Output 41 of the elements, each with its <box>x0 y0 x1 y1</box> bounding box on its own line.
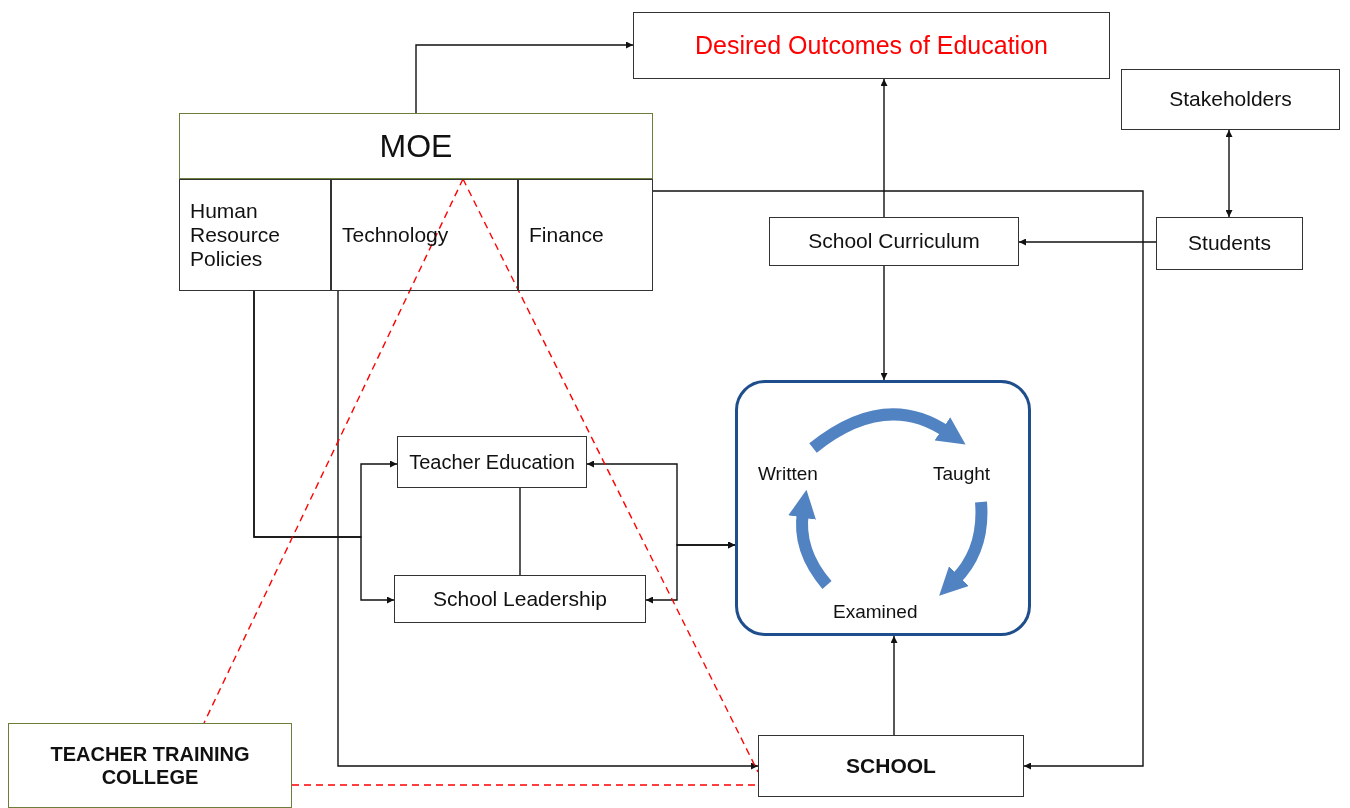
arrow <box>1018 238 1157 246</box>
process-box <box>769 217 1019 266</box>
box-label: SCHOOL <box>845 753 937 779</box>
cycle-panel <box>735 380 1031 636</box>
box-label: School Leadership <box>432 586 608 612</box>
category-cell <box>518 179 653 291</box>
category-cell <box>179 179 331 291</box>
box-label: MOE <box>378 127 454 165</box>
outcome-box <box>633 12 1110 79</box>
box-label: Students <box>1187 231 1272 256</box>
institution-box <box>8 723 292 808</box>
stage-label: Written <box>758 463 818 485</box>
process-box <box>1121 69 1340 130</box>
dashed-line <box>462 178 759 773</box>
institution-box <box>758 735 1024 797</box>
arrow <box>890 635 898 736</box>
header-box <box>179 113 653 179</box>
arrow <box>1225 129 1233 218</box>
process-box <box>1156 217 1303 270</box>
box-label: Finance <box>528 222 605 248</box>
process-box <box>394 575 646 623</box>
arrow <box>652 190 1144 770</box>
arrow <box>880 78 888 218</box>
stage-label: Examined <box>833 601 918 623</box>
arrow <box>645 541 736 604</box>
arrow <box>415 41 634 114</box>
box-label: Desired Outcomes of Education <box>694 31 1049 60</box>
box-label: TEACHER TRAINING COLLEGE <box>49 742 251 789</box>
stage-label: Taught <box>933 463 991 485</box>
box-label: Teacher Education <box>409 450 575 474</box>
dashed-line <box>203 178 464 724</box>
connector-line <box>519 487 521 576</box>
arrow <box>337 290 759 770</box>
box-label: Stakeholders <box>1168 87 1293 112</box>
arrow <box>880 265 888 381</box>
box-label: Technology <box>341 222 450 248</box>
box-label: Human Resource Policies <box>189 198 281 272</box>
box-label: School Curriculum <box>807 229 981 254</box>
process-box <box>397 436 587 488</box>
category-cell <box>331 179 518 291</box>
arrow <box>253 290 395 604</box>
